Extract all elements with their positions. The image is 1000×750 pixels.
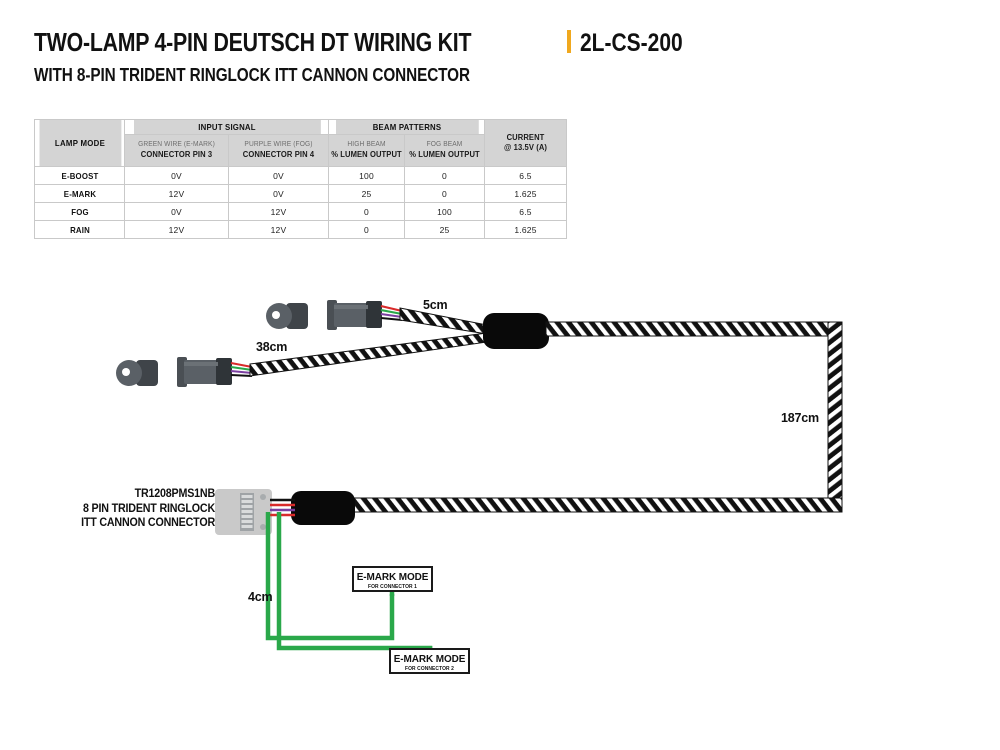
cell-current: 1.625 (484, 220, 567, 239)
main-harness-right-run (827, 321, 843, 513)
specification-table: LAMP MODE INPUT SIGNAL BEAM PATTERNS CUR… (34, 119, 567, 239)
dimension-38cm: 38cm (256, 340, 288, 354)
mode-box-1-title: E-MARK MODE (356, 571, 429, 583)
table-row: E-BOOST 0V 0V 100 0 6.5 (35, 166, 567, 185)
trident-ringlock-connector (215, 489, 272, 535)
lamp-connector-2 (116, 357, 253, 387)
dust-cap-icon-2 (116, 360, 158, 386)
header-high-beam-line1: HIGH BEAM (347, 140, 386, 148)
main-harness-bottom-run (351, 497, 843, 513)
upper-splice-module (483, 313, 549, 349)
page-subtitle: WITH 8-PIN TRIDENT RINGLOCK ITT CANNON C… (34, 65, 470, 85)
connector-label-line2: 8 PIN TRIDENT RINGLOCK (83, 502, 215, 515)
header-current-line1: CURRENT (506, 132, 545, 142)
product-sku: 2L-CS-200 (580, 29, 683, 57)
mode-box-1-subtitle: FOR CONNECTOR 1 (368, 584, 417, 590)
header-high-beam: HIGH BEAM % LUMEN OUTPUT (328, 134, 405, 167)
mode-box-connector-2: E-MARK MODE FOR CONNECTOR 2 (389, 648, 470, 674)
mode-box-connector-1: E-MARK MODE FOR CONNECTOR 1 (352, 566, 433, 592)
ringlock-pin-rows (241, 495, 253, 528)
header-input-signal: INPUT SIGNAL (132, 119, 321, 135)
cell-mode: RAIN (37, 220, 122, 239)
emark-leader-stubs (389, 590, 433, 652)
header-current-line2: @ 13.5V (A) (503, 142, 548, 152)
table-row: RAIN 12V 12V 0 25 1.625 (35, 220, 567, 239)
title-divider-bar (567, 30, 572, 53)
dust-cap-icon-1 (266, 303, 308, 329)
dimension-187cm: 187cm (781, 411, 819, 425)
ringlock-wires (270, 498, 295, 517)
header-purple-wire: PURPLE WIRE (FOG) CONNECTOR PIN 4 (228, 134, 329, 167)
page-title: TWO-LAMP 4-PIN DEUTSCH DT WIRING KIT (34, 27, 472, 57)
header-fog-beam-line2: % LUMEN OUTPUT (409, 149, 480, 159)
page-header: TWO-LAMP 4-PIN DEUTSCH DT WIRING KIT 2L-… (34, 28, 703, 86)
header-purple-wire-line1: PURPLE WIRE (FOG) (244, 140, 313, 148)
cell-purple: 12V (228, 220, 329, 239)
table-row: E-MARK 12V 0V 25 0 1.625 (35, 184, 567, 203)
mode-box-2-title: E-MARK MODE (393, 653, 466, 665)
table-group-header-row: LAMP MODE INPUT SIGNAL BEAM PATTERNS CUR… (35, 119, 567, 167)
lamp-1-wires (380, 304, 403, 322)
connector-callout-label: TR1208PMS1NB 8 PIN TRIDENT RINGLOCK ITT … (60, 487, 215, 531)
connector-label-line3: ITT CANNON CONNECTOR (81, 517, 215, 530)
header-green-wire-line2: CONNECTOR PIN 3 (140, 149, 213, 159)
header-lamp-mode: LAMP MODE (37, 119, 122, 167)
main-harness-top-run (545, 321, 843, 337)
header-green-wire: GREEN WIRE (E-MARK) CONNECTOR PIN 3 (124, 134, 229, 167)
mode-box-2-subtitle: FOR CONNECTOR 2 (405, 666, 454, 672)
header-green-wire-line1: GREEN WIRE (E-MARK) (138, 140, 215, 148)
header-fog-beam: FOG BEAM % LUMEN OUTPUT (404, 134, 485, 167)
deutsch-dt-plug-2 (177, 357, 232, 387)
lamp-connector-1 (266, 300, 403, 330)
connector-part-number: TR1208PMS1NB (134, 488, 216, 500)
header-high-beam-line2: % LUMEN OUTPUT (331, 149, 402, 159)
dimension-5cm: 5cm (423, 298, 448, 312)
title-row: TWO-LAMP 4-PIN DEUTSCH DT WIRING KIT 2L-… (34, 28, 703, 56)
lamp-2-wires (230, 361, 253, 378)
deutsch-dt-plug-1 (327, 300, 382, 330)
header-purple-wire-line2: CONNECTOR PIN 4 (242, 149, 315, 159)
lower-splice-module (291, 491, 355, 525)
table-sub-header-row: GREEN WIRE (E-MARK) CONNECTOR PIN 3 PURP… (35, 134, 567, 167)
header-fog-beam-line1: FOG BEAM (426, 140, 463, 148)
header-beam-patterns: BEAM PATTERNS (334, 119, 479, 135)
dimension-4cm: 4cm (248, 590, 273, 604)
cell-current: 6.5 (484, 202, 567, 221)
table-body: E-BOOST 0V 0V 100 0 6.5 E-MARK 12V 0V 25… (35, 166, 567, 239)
header-current: CURRENT @ 13.5V (A) (484, 119, 567, 167)
